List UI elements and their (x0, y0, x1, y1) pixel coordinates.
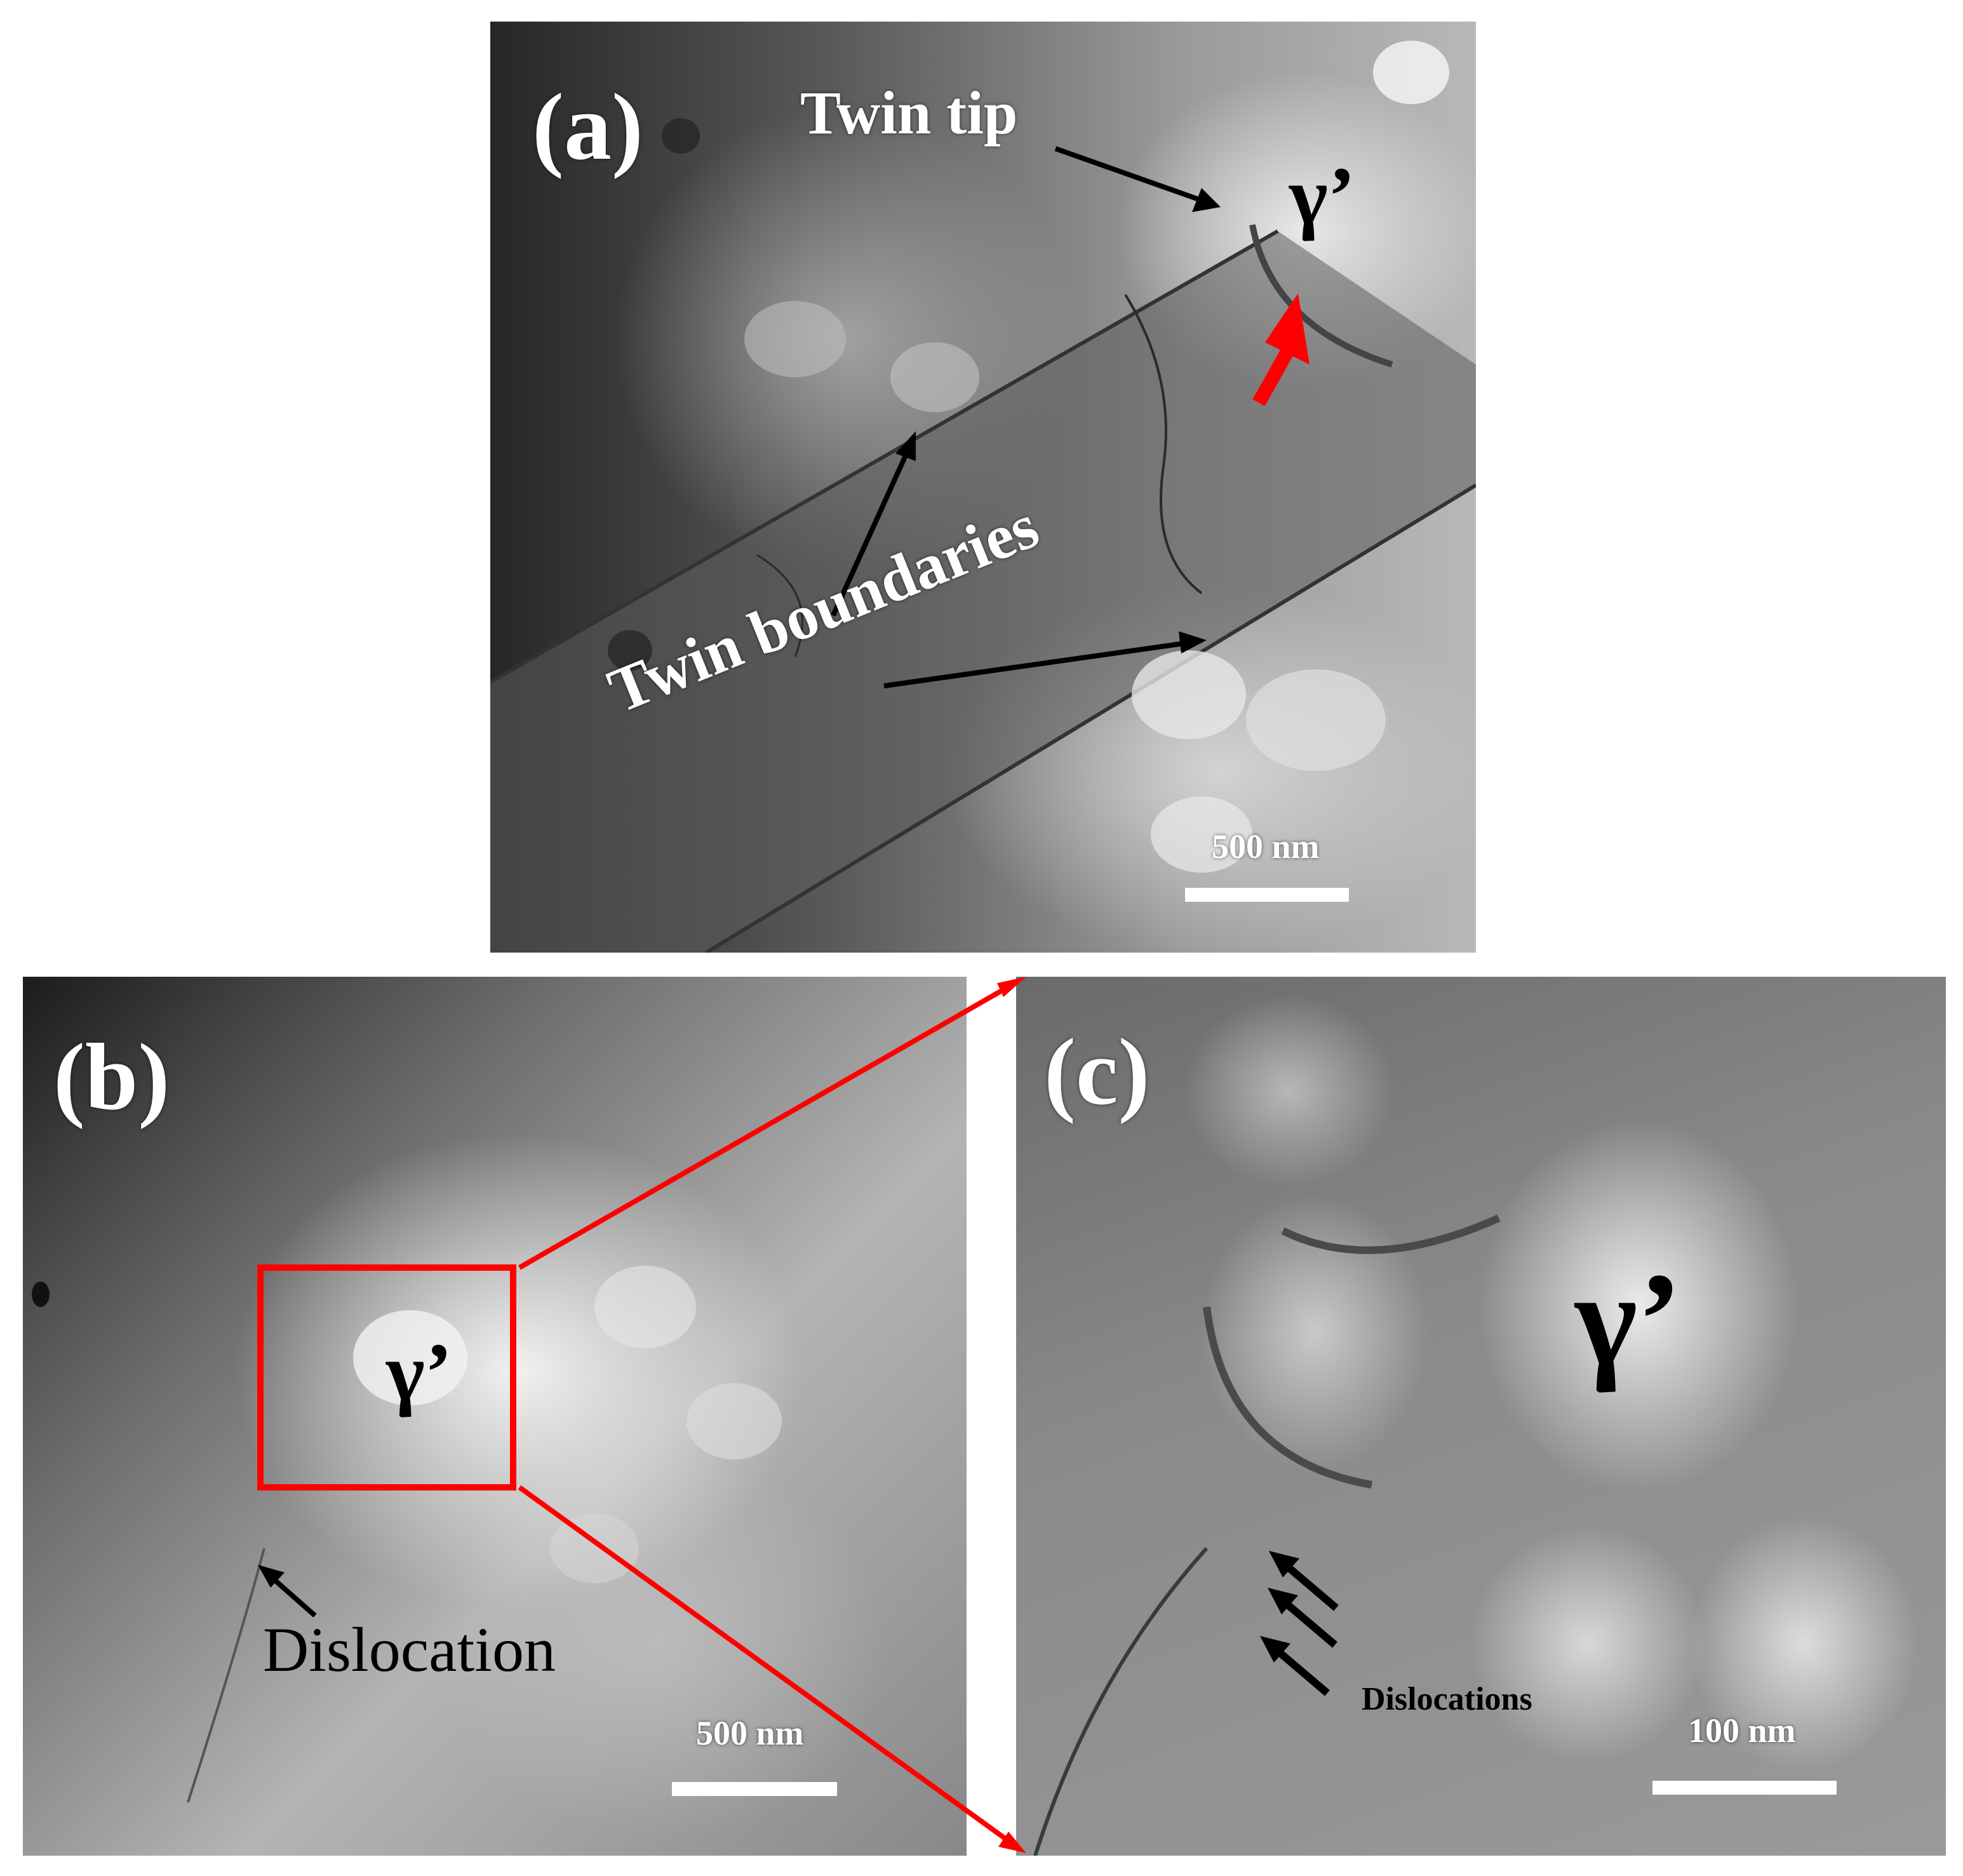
panel-label-a: (a) (532, 74, 643, 180)
gamma-prime-particle (1151, 796, 1252, 873)
dislocation-arrow-3 (1274, 1647, 1330, 1696)
scale-bar-a (1185, 888, 1349, 902)
zoom-region-box (257, 1264, 516, 1491)
scale-bar-label-b: 500 nm (696, 1714, 804, 1752)
dislocations-label: Dislocations (1362, 1681, 1532, 1717)
panel-a-features (490, 41, 1476, 953)
gamma-prime-particle (1132, 650, 1246, 739)
twin-boundary-arrowhead-lower (1179, 631, 1207, 653)
panel-label-b: (b) (53, 1024, 170, 1130)
gamma-prime-particle (687, 1383, 782, 1459)
dark-particle (608, 630, 652, 671)
dislocation-arrow-2 (1282, 1598, 1337, 1648)
twin-boundary-upper (490, 229, 1279, 684)
panel-c-features (1033, 1214, 1501, 1856)
scale-bar-b (672, 1782, 837, 1796)
dislocation-line (1124, 293, 1203, 594)
twin-tip-arrow (1054, 146, 1209, 205)
dislocation-arrowhead-1 (1269, 1551, 1299, 1578)
dislocation-line (1033, 1546, 1209, 1856)
red-arrow (1252, 348, 1294, 406)
dark-particle (32, 1282, 50, 1307)
twin-tip-arrowhead (1192, 188, 1221, 212)
twin-boundary-lower (705, 483, 1476, 953)
gamma-prime-particle (594, 1266, 696, 1348)
scale-bar-label-a: 500 nm (1212, 827, 1320, 866)
scale-bar-label-c: 100 nm (1688, 1712, 1796, 1750)
dislocation-line (756, 554, 803, 657)
twin-boundary-arrow-lower (883, 640, 1189, 688)
dislocation-arrowhead-2 (1268, 1588, 1298, 1614)
panel-label-c: (c) (1044, 1019, 1150, 1125)
gamma-prime-particle (1246, 669, 1386, 771)
micrograph-panel-c: (c) γ’ Dislocations 100 nm (1016, 977, 1946, 1856)
twin-tip-label: Twin tip (800, 79, 1018, 147)
dislocation-arrow (270, 1576, 317, 1618)
dislocation-arrowhead (258, 1565, 285, 1588)
precipitate-boundary (1203, 1306, 1373, 1489)
gamma-prime-particle (353, 1310, 467, 1405)
micrograph-panel-b: (b) γ’ Dislocation 500 nm (23, 977, 967, 1856)
precipitate-boundary (1281, 1214, 1501, 1254)
gamma-prime-particle (744, 301, 846, 377)
gamma-prime-particle (890, 342, 979, 412)
dislocation-label: Dislocation (263, 1614, 556, 1685)
scale-bar-c (1652, 1781, 1837, 1795)
gamma-prime-label-a: γ’ (1289, 151, 1356, 242)
dislocation-arrow-1 (1283, 1562, 1339, 1611)
red-arrowhead (1265, 293, 1310, 365)
dark-particle (662, 118, 700, 154)
dislocation-line (187, 1548, 265, 1803)
gamma-prime-particle (550, 1513, 639, 1583)
twin-band (490, 231, 1476, 953)
dislocation-arrowhead-3 (1260, 1636, 1290, 1663)
twin-boundary-arrow-upper (831, 446, 912, 617)
gamma-prime-label-b: γ’ (386, 1327, 453, 1418)
gamma-prime-particle (1373, 41, 1449, 104)
micrograph-panel-a: (a) Twin tip γ’ Twin boundaries 500 nm (490, 22, 1476, 953)
gamma-prime-label-c: γ’ (1575, 1246, 1682, 1393)
twin-boundary-arrowhead-upper (895, 431, 916, 461)
